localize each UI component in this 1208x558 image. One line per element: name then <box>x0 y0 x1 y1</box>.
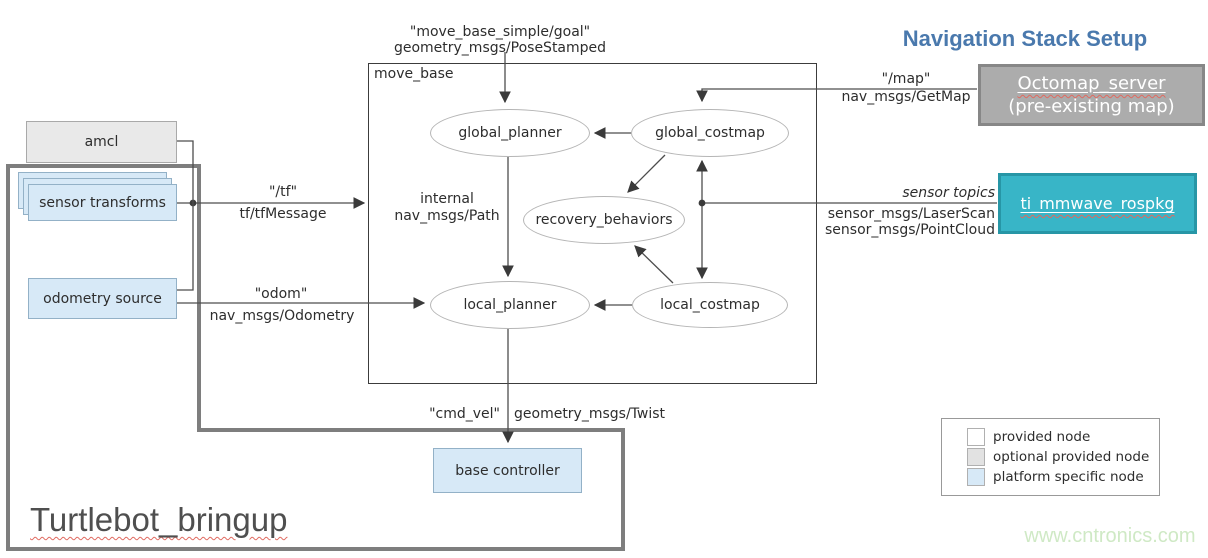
label-sensor-type-laserscan: sensor_msgs/LaserScan <box>827 206 995 222</box>
turtlebot-bringup-container-border <box>6 164 625 551</box>
legend-swatch-provided <box>967 428 985 446</box>
node-base-controller: base controller <box>433 448 582 493</box>
label-odom-topic: "odom" <box>254 286 308 302</box>
legend-label-provided: provided node <box>993 429 1091 445</box>
turtlebot-bringup-label: Turtlebot_bringup <box>30 501 288 538</box>
label-tf-type: tf/tfMessage <box>239 206 327 222</box>
node-global-costmap: global_costmap <box>631 109 789 157</box>
node-odometry-source-label: odometry source <box>43 290 162 307</box>
node-odometry-source: odometry source <box>28 278 177 319</box>
junction-dot-sensor <box>698 199 706 207</box>
label-sensor-topics: sensor topics <box>902 185 995 201</box>
legend-label-optional: optional provided node <box>993 449 1150 465</box>
label-goal-type: geometry_msgs/PoseStamped <box>393 40 607 56</box>
node-local-costmap: local_costmap <box>632 282 788 328</box>
edge-map-to-global-costmap <box>696 88 977 103</box>
label-tf-topic: "/tf" <box>268 184 298 200</box>
node-local-costmap-label: local_costmap <box>660 297 760 313</box>
node-octomap-server: Octomap_server (pre-existing map) <box>978 64 1205 126</box>
node-local-planner-label: local_planner <box>463 297 557 313</box>
legend-item-optional-provided-node: optional provided node <box>967 447 1159 467</box>
node-global-planner: global_planner <box>430 109 590 157</box>
node-sensor-transforms-label: sensor transforms <box>39 194 166 211</box>
node-global-planner-label: global_planner <box>458 125 562 141</box>
node-recovery-behaviors: recovery_behaviors <box>523 196 685 244</box>
label-map-topic: "/map" <box>881 71 931 87</box>
legend-label-platform: platform specific node <box>993 469 1144 485</box>
edge-global-costmap-to-recovery <box>627 154 666 193</box>
legend-item-platform-specific-node: platform specific node <box>967 467 1159 487</box>
node-base-controller-label: base controller <box>455 462 560 479</box>
watermark: www.cntronics.com <box>1024 525 1196 547</box>
label-cmd-vel-topic: "cmd_vel" <box>429 406 500 422</box>
page-title: Navigation Stack Setup <box>902 26 1148 51</box>
node-octomap-server-subtitle: (pre-existing map) <box>1008 96 1175 117</box>
move-base-container <box>368 63 817 384</box>
node-global-costmap-label: global_costmap <box>655 125 765 141</box>
node-local-planner: local_planner <box>430 281 590 329</box>
edge-amcl-odometry-connector <box>177 140 194 291</box>
legend-swatch-optional <box>967 448 985 466</box>
label-goal-topic: "move_base_simple/goal" <box>409 24 591 40</box>
node-octomap-server-title: Octomap_server <box>1017 73 1166 94</box>
legend: provided node optional provided node pla… <box>941 418 1160 496</box>
label-internal: internal <box>420 191 474 207</box>
move-base-container-label: move_base <box>374 66 454 82</box>
legend-item-provided-node: provided node <box>967 427 1159 447</box>
node-amcl: amcl <box>26 121 177 163</box>
legend-swatch-platform <box>967 468 985 486</box>
label-sensor-type-pointcloud: sensor_msgs/PointCloud <box>825 222 995 238</box>
node-sensor-transforms: sensor transforms <box>28 184 177 221</box>
node-ti-mmwave-label: ti_mmwave_rospkg <box>1020 194 1175 213</box>
label-cmd-vel-type: geometry_msgs/Twist <box>514 406 666 422</box>
label-internal-type: nav_msgs/Path <box>394 208 500 224</box>
edge-local-costmap-to-recovery <box>634 245 674 284</box>
label-odom-type: nav_msgs/Odometry <box>209 308 355 324</box>
node-recovery-behaviors-label: recovery_behaviors <box>535 212 673 228</box>
label-map-type: nav_msgs/GetMap <box>841 89 971 105</box>
node-ti-mmwave-rospkg: ti_mmwave_rospkg <box>998 173 1197 234</box>
node-amcl-label: amcl <box>84 134 119 150</box>
